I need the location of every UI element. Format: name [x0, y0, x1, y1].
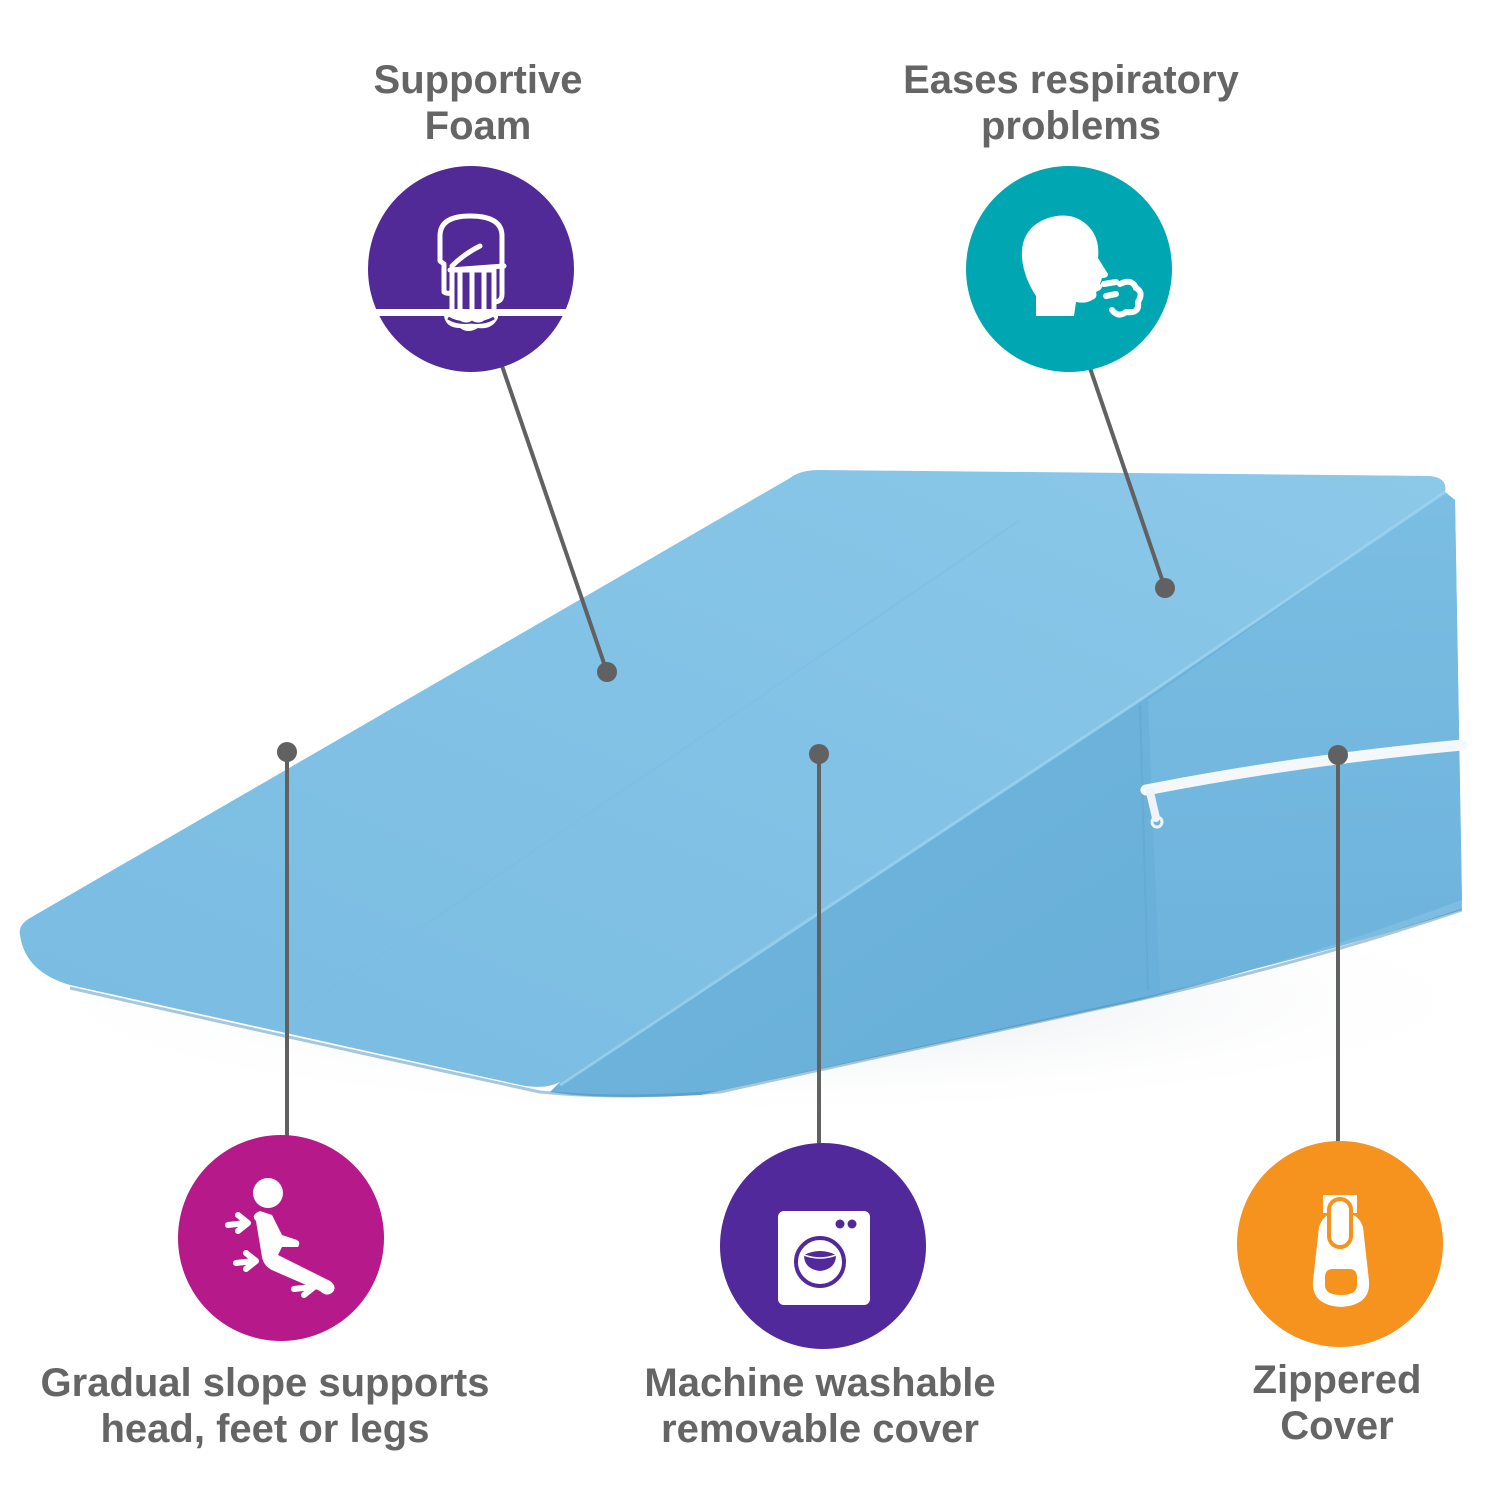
feature-label-zippered-cover: Zippered Cover [1253, 1357, 1422, 1449]
callout-dot-gradual-slope [277, 742, 297, 762]
feature-label-line: head, feet or legs [100, 1407, 430, 1451]
feature-label-line: Eases respiratory [903, 58, 1239, 102]
feature-label-machine-washable: Machine washable removable cover [644, 1360, 995, 1452]
callout-lines [285, 359, 1340, 1148]
feature-label-line: Cover [1280, 1404, 1394, 1448]
feature-label-line: Gradual slope supports [40, 1361, 490, 1405]
feature-label-line: Supportive [373, 58, 583, 102]
badge-gradual-slope [178, 1135, 384, 1341]
feature-label-respiratory: Eases respiratory problems [903, 57, 1239, 149]
wedge-seam [559, 490, 1446, 1087]
hand-pressing-foam-icon [368, 213, 574, 331]
wedge-fold-line [299, 519, 1021, 1011]
callout-dot-respiratory [1155, 578, 1175, 598]
feature-label-line: removable cover [661, 1407, 979, 1451]
wedge-slope-surface [19, 470, 1446, 1087]
zipper-track [1140, 739, 1468, 796]
zipper-pull-icon [1312, 1195, 1370, 1307]
wedge-bottom-hem [69, 908, 1463, 1098]
reclining-person-icon [225, 1178, 335, 1298]
head-breathing-icon [1021, 215, 1144, 318]
badge-respiratory [966, 166, 1172, 372]
washing-machine-icon [778, 1211, 870, 1305]
badge-zippered-cover [1237, 1141, 1443, 1347]
callout-dot-zippered-cover [1328, 745, 1348, 765]
wedge-back-panel [1148, 492, 1462, 992]
feature-label-line: Foam [424, 104, 532, 148]
badge-supportive-foam [368, 166, 574, 372]
callout-dots [277, 578, 1348, 765]
feature-label-supportive-foam: Supportive Foam [374, 57, 583, 149]
wedge-gusset-seam [1139, 704, 1149, 991]
callout-dot-machine-washable [809, 744, 829, 764]
callout-line-respiratory [1088, 367, 1167, 589]
feature-label-line: problems [980, 104, 1162, 148]
callout-line-supportive-foam [498, 359, 609, 673]
zipper-pull [1146, 788, 1160, 822]
feature-label-gradual-slope: Gradual slope supports head, feet or leg… [41, 1360, 490, 1452]
zipper-pull-ring [1150, 815, 1164, 829]
badge-machine-washable [720, 1143, 926, 1349]
feature-label-line: Zippered [1252, 1358, 1422, 1402]
feature-label-line: Machine washable [644, 1361, 996, 1405]
callout-dot-supportive-foam [597, 662, 617, 682]
